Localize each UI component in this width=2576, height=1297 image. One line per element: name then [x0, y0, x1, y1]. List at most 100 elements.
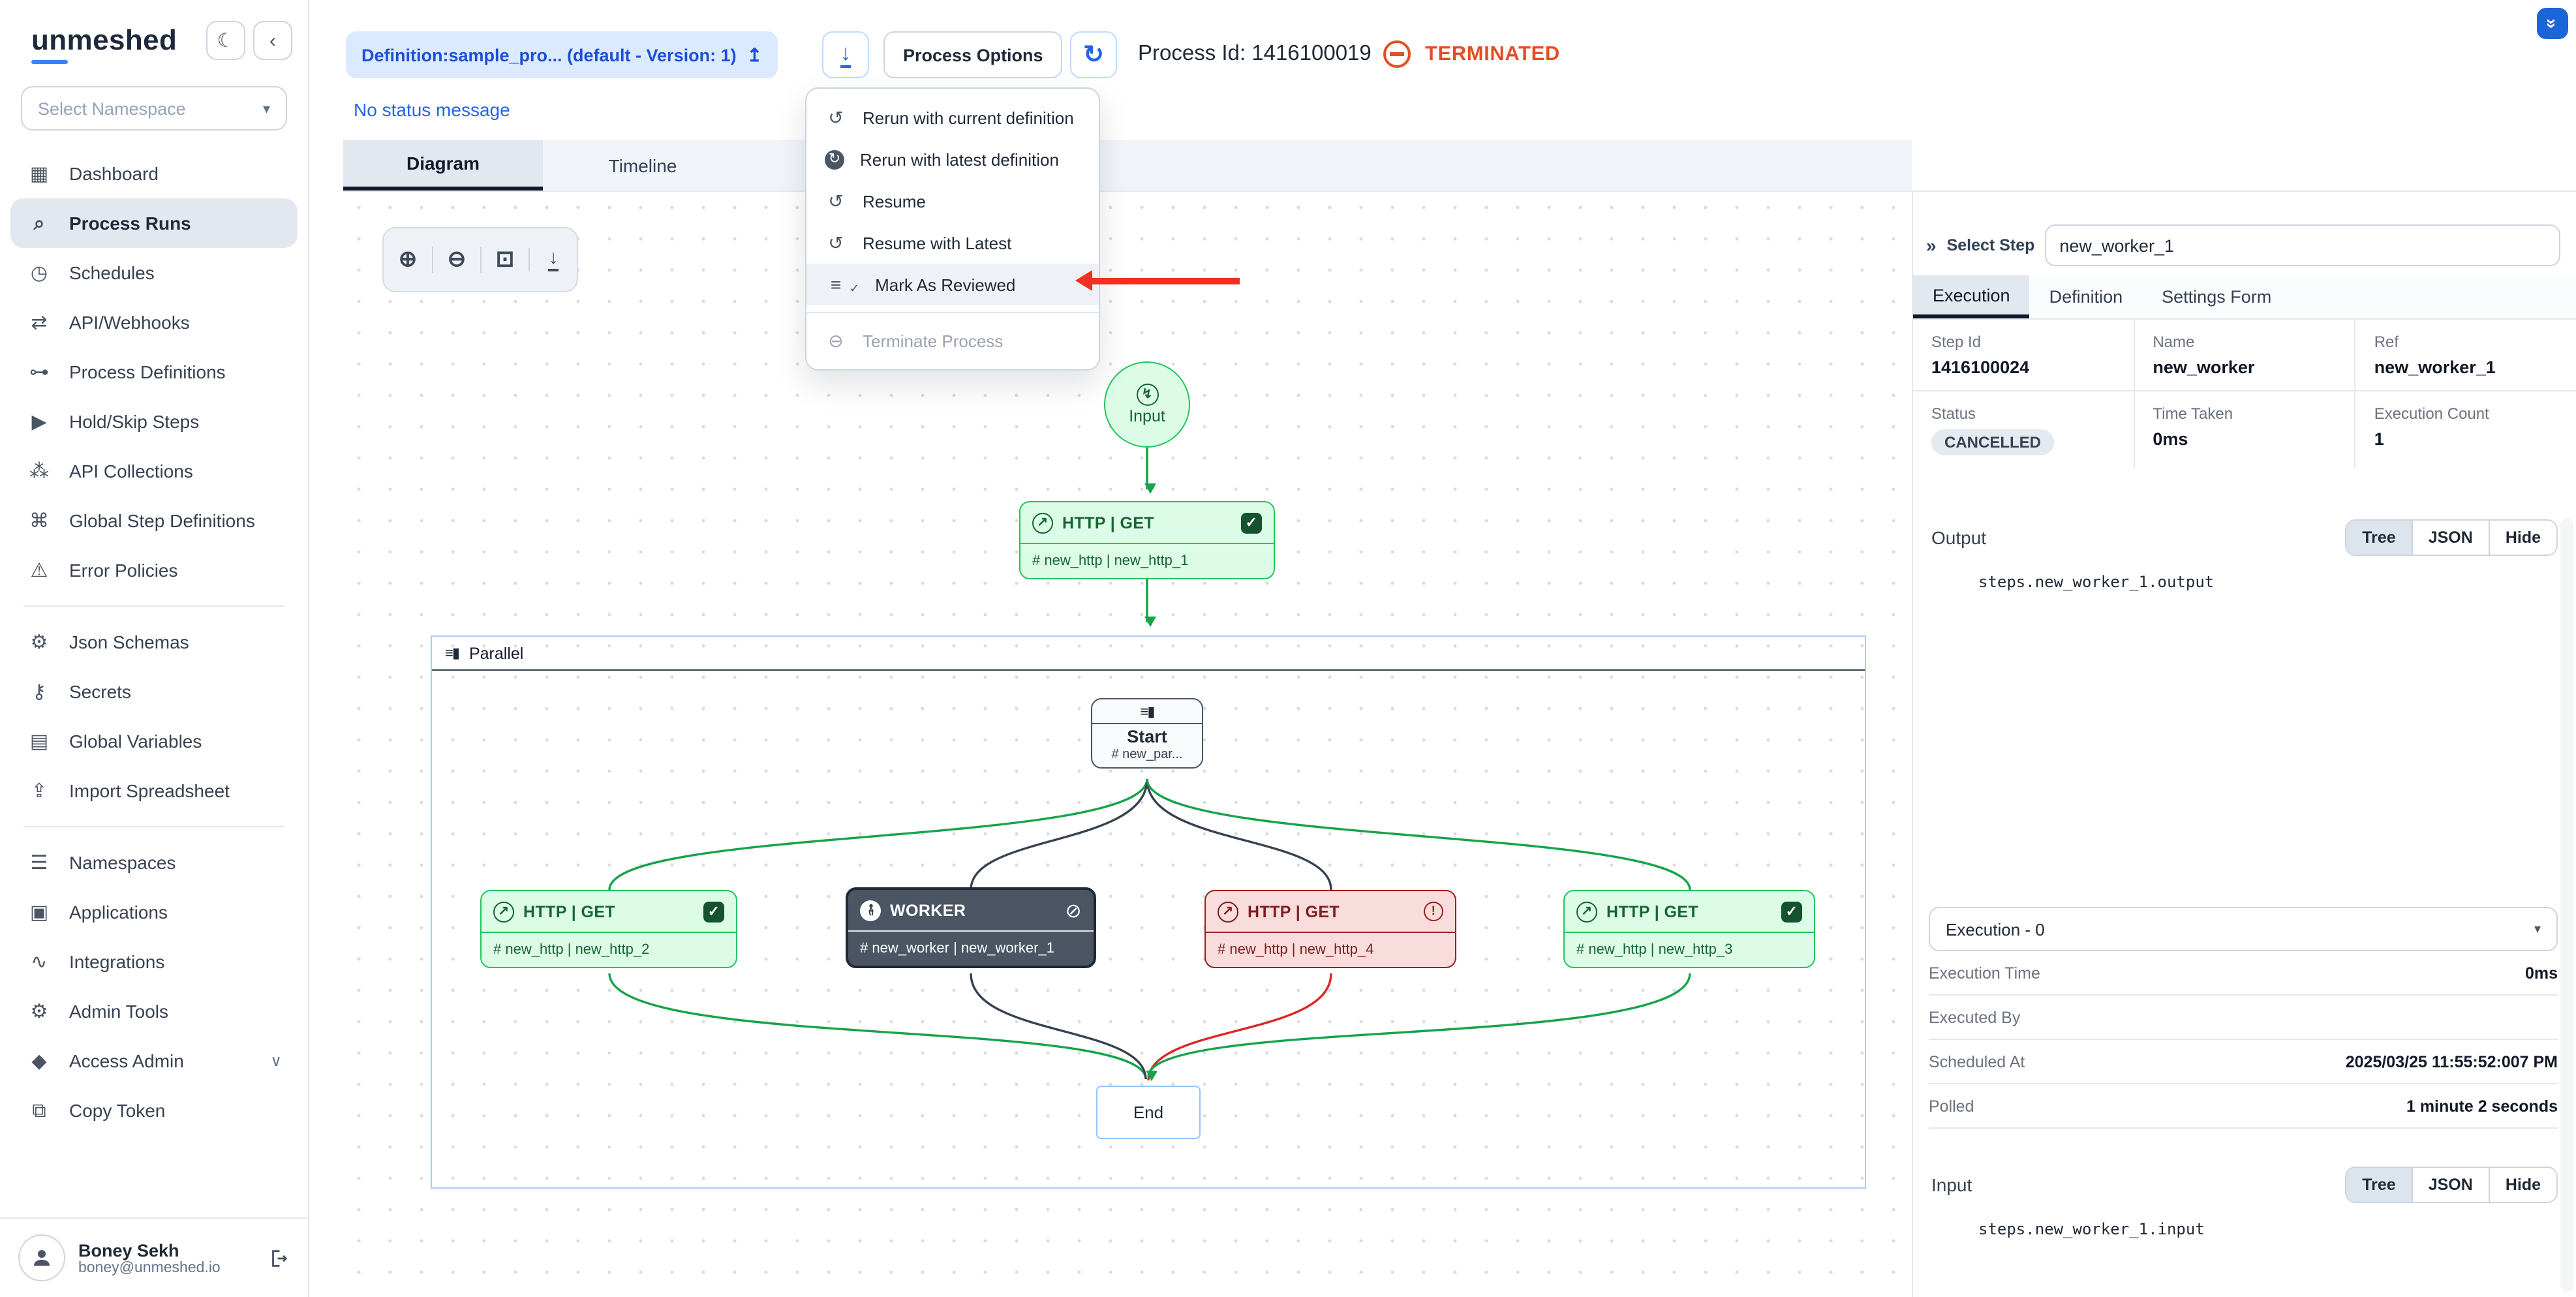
output-json-button[interactable]: JSON [2411, 521, 2489, 555]
execution-count-value: 1 [2374, 429, 2384, 449]
node-title: Start [1127, 727, 1167, 746]
input-path[interactable]: steps.new_worker_1.input [1978, 1220, 2205, 1238]
sidebar-item-admin-tools[interactable]: ⚙Admin Tools [10, 986, 298, 1036]
definition-label: Definition:sample_pro... (default - Vers… [361, 45, 737, 65]
sidebar-item-global-step-definitions[interactable]: ⌘Global Step Definitions [10, 496, 298, 545]
parallel-container[interactable]: ≡▮ Parallel [431, 635, 1866, 1189]
status-label: Status [1931, 404, 1976, 423]
server-stack-icon: ☰ [30, 852, 48, 874]
node-new-worker-1[interactable]: WORKER ⊘ # new_worker | new_worker_1 [846, 887, 1096, 968]
menu-item-rerun-latest[interactable]: ↻Rerun with latest definition [806, 138, 1099, 180]
sidebar-item-secrets[interactable]: ⚷Secrets [10, 667, 298, 716]
tab-diagram[interactable]: Diagram [343, 140, 543, 191]
node-input[interactable]: ↯ Input [1104, 361, 1190, 448]
panel-collapse-icon[interactable]: » [1926, 235, 1937, 256]
fit-view-button[interactable]: ⊡ [480, 247, 529, 273]
dark-mode-button[interactable]: ☾ [206, 21, 245, 60]
namespace-placeholder: Select Namespace [38, 99, 186, 118]
sidebar-item-import-spreadsheet[interactable]: ⇪Import Spreadsheet [10, 766, 298, 816]
search-list-icon: ⌕ [33, 212, 45, 234]
tab-timeline[interactable]: Timeline [608, 155, 677, 175]
download-definition-button[interactable]: ↓ [822, 31, 869, 78]
zoom-in-button[interactable]: ⊕ [384, 247, 432, 273]
sidebar-item-api-collections[interactable]: ⁂API Collections [10, 446, 298, 496]
sidebar-item-process-runs[interactable]: ⌕Process Runs [10, 198, 298, 248]
input-json-button[interactable]: JSON [2411, 1168, 2489, 1202]
main-tabbar: Diagram Timeline [343, 140, 1912, 192]
sidebar-item-access-admin[interactable]: ◆Access Admin∨ [10, 1036, 298, 1086]
node-new-http-1[interactable]: ↗ HTTP | GET ✓ # new_http | new_http_1 [1019, 501, 1275, 579]
output-path[interactable]: steps.new_worker_1.output [1978, 573, 2215, 591]
node-end[interactable]: End [1096, 1086, 1201, 1139]
clock-icon: ◷ [30, 262, 48, 284]
download-diagram-button[interactable]: ↓ [529, 248, 577, 271]
user-box: Boney Sekh boney@unmeshed.io [0, 1217, 308, 1297]
caret-down-icon: ▾ [2534, 922, 2541, 936]
panel-tabbar: Execution Definition Settings Form [1913, 275, 2576, 320]
sidebar-collapse-button[interactable]: ‹ [253, 21, 292, 60]
sidebar-item-schedules[interactable]: ◷Schedules [10, 248, 298, 298]
success-check-icon: ✓ [1241, 512, 1262, 533]
node-title: HTTP | GET [1606, 902, 1699, 921]
process-options-button[interactable]: Process Options [883, 31, 1063, 78]
namespace-select[interactable]: Select Namespace ▾ [21, 86, 287, 130]
execution-select-value: Execution - 0 [1946, 919, 2045, 939]
flow-icon: ⊶ [29, 361, 49, 384]
logout-button[interactable] [268, 1247, 290, 1269]
sidebar-item-copy-token[interactable]: ⧉Copy Token [10, 1086, 298, 1135]
input-tree-button[interactable]: Tree [2346, 1168, 2412, 1202]
menu-item-label: Resume with Latest [863, 233, 1012, 252]
tab-definition[interactable]: Definition [2049, 287, 2123, 307]
check-icon: ✓ [850, 282, 860, 295]
step-id-label: Step Id [1931, 333, 1982, 351]
node-new-http-4[interactable]: ↗ HTTP | GET ! # new_http | new_http_4 [1204, 890, 1456, 968]
execution-select[interactable]: Execution - 0 ▾ [1929, 907, 2558, 951]
logo-underline [31, 60, 68, 64]
select-step-input[interactable] [2045, 224, 2560, 266]
webhooks-icon: ⇄ [31, 312, 48, 334]
sidebar-item-integrations[interactable]: ∿Integrations [10, 937, 298, 986]
sidebar-item-process-definitions[interactable]: ⊶ Process Definitions [10, 347, 298, 397]
tab-execution[interactable]: Execution [1913, 275, 2030, 318]
process-options-menu: ↺Rerun with current definition ↻Rerun wi… [805, 87, 1100, 371]
app-card-icon: ▣ [29, 902, 49, 924]
menu-item-rerun-current[interactable]: ↺Rerun with current definition [806, 97, 1099, 138]
collapse-all-button[interactable]: » [2537, 8, 2568, 39]
sidebar-item-dashboard[interactable]: ▦ Dashboard [10, 149, 298, 198]
node-new-http-3[interactable]: ↗ HTTP | GET ✓ # new_http | new_http_3 [1563, 890, 1815, 968]
tab-settings-form[interactable]: Settings Form [2162, 287, 2272, 307]
sidebar-item-hold-skip-steps[interactable]: ▶Hold/Skip Steps [10, 397, 298, 446]
sidebar-item-label: Dashboard [69, 163, 159, 184]
ref-value: new_worker_1 [2374, 358, 2496, 377]
zoom-out-button[interactable]: ⊖ [432, 247, 480, 273]
panel-scrollbar[interactable] [2560, 518, 2573, 1292]
definition-pill[interactable]: Definition:sample_pro... (default - Vers… [346, 31, 778, 78]
node-parallel-start[interactable]: ≡▮ Start # new_par... [1091, 698, 1203, 769]
input-hide-button[interactable]: Hide [2488, 1168, 2556, 1202]
row-label: Polled [1929, 1097, 1974, 1115]
http-icon: ↗ [1576, 901, 1597, 922]
shield-user-icon: ◆ [31, 1050, 47, 1073]
menu-item-mark-as-reviewed[interactable]: ≡✓Mark As Reviewed [806, 264, 1099, 305]
sidebar-item-namespaces[interactable]: ☰Namespaces [10, 838, 298, 887]
sidebar-item-global-variables[interactable]: ▤Global Variables [10, 716, 298, 766]
dashboard-icon: ▦ [29, 163, 49, 185]
process-id: Process Id: 1416100019 [1138, 42, 1372, 65]
sidebar-item-api-webhooks[interactable]: ⇄API/Webhooks [10, 298, 298, 347]
menu-item-resume[interactable]: ↺Resume [806, 180, 1099, 222]
sidebar-item-label: Global Step Definitions [69, 510, 255, 531]
output-tree-button[interactable]: Tree [2346, 521, 2412, 555]
sidebar-item-label: Process Definitions [69, 361, 226, 382]
select-step-label: Select Step [1946, 236, 2035, 254]
node-new-http-2[interactable]: ↗ HTTP | GET ✓ # new_http | new_http_2 [480, 890, 737, 968]
output-hide-button[interactable]: Hide [2488, 521, 2556, 555]
sidebar-item-applications[interactable]: ▣Applications [10, 887, 298, 937]
menu-item-resume-latest[interactable]: ↺Resume with Latest [806, 222, 1099, 264]
refresh-button[interactable]: ↻ [1070, 31, 1117, 78]
sidebar-nav: ▦ Dashboard ⌕Process Runs ◷Schedules ⇄API… [0, 136, 308, 1135]
sidebar-item-json-schemas[interactable]: ⚙Json Schemas [10, 617, 298, 667]
cancelled-icon: ⊘ [1065, 900, 1082, 922]
sidebar-item-error-policies[interactable]: ⚠Error Policies [10, 545, 298, 595]
diagram-canvas[interactable]: ⊕ ⊖ ⊡ ↓ ↯ Input ↗ HTTP | GET ✓ # new_htt… [343, 192, 1912, 1297]
